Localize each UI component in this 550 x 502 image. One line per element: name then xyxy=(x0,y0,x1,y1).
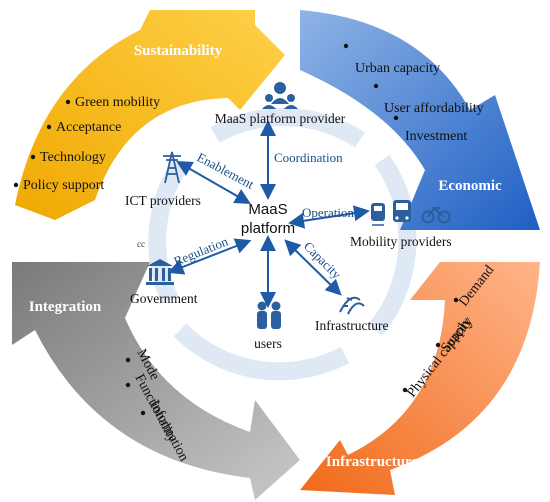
economic-arrow-shape xyxy=(300,10,540,230)
infrastructure-title: Infrastructure xyxy=(326,454,419,470)
coordination-label: Coordination xyxy=(274,150,343,165)
enablement-label: Enablement xyxy=(195,149,257,192)
sustainability-arrow-shape xyxy=(15,10,285,220)
bullet-dot xyxy=(453,297,459,303)
economic-title: Economic xyxy=(438,178,502,194)
center-title-line1: MaaS xyxy=(248,201,287,218)
center-title-line2: platform xyxy=(241,220,295,237)
government-building-icon xyxy=(146,259,174,285)
bicycle-icon xyxy=(421,206,451,224)
bullet-dot xyxy=(46,124,52,130)
bullet-dot xyxy=(13,182,19,188)
sustainability-quadrant: Sustainability Green mobility Acceptance… xyxy=(13,10,285,220)
economic-quadrant: Economic Urban capacity User affordabili… xyxy=(300,10,540,230)
transmission-tower-icon xyxy=(163,151,181,184)
integration-title: Integration xyxy=(29,299,102,315)
infrastructure-arrow-shape xyxy=(300,262,540,495)
node-mobility-label: Mobility providers xyxy=(350,234,452,249)
sustainability-item: Green mobility xyxy=(75,95,160,110)
integration-quadrant: Integration xyxy=(12,262,300,500)
cycle-ring-arc-right xyxy=(368,154,417,336)
people-group-icon xyxy=(262,82,298,109)
node-government-label: Government xyxy=(130,291,198,306)
bullet-dot xyxy=(125,382,131,388)
bullet-dot xyxy=(435,342,441,348)
bullet-dot xyxy=(373,83,379,89)
bullet-dot xyxy=(393,115,399,121)
economic-item: Investment xyxy=(405,129,467,144)
node-infrastructure-label: Infrastructure xyxy=(315,318,388,333)
stray-mark: cc xyxy=(137,239,145,249)
sustainability-title: Sustainability xyxy=(134,43,223,59)
road-infrastructure-icon xyxy=(339,296,365,315)
sustainability-item: Acceptance xyxy=(56,120,121,135)
bullet-dot xyxy=(140,410,146,416)
node-ict-label: ICT providers xyxy=(125,193,201,208)
train-icon xyxy=(371,203,385,226)
node-users-label: users xyxy=(254,336,282,351)
bullet-dot xyxy=(125,357,131,363)
bullet-dot xyxy=(343,43,349,49)
operation-arrow xyxy=(288,205,370,229)
regulation-arrow xyxy=(167,238,252,275)
economic-item: Urban capacity xyxy=(355,61,440,76)
capacity-arrow xyxy=(284,239,342,296)
sustainability-item: Policy support xyxy=(23,178,104,193)
bullet-dot xyxy=(402,387,408,393)
bullet-dot xyxy=(30,154,36,160)
integration-arrow-shape xyxy=(12,262,300,500)
bullet-dot xyxy=(65,99,71,105)
cycle-ring-arc-top xyxy=(210,108,365,148)
sustainability-item: Technology xyxy=(40,150,106,165)
users-icon xyxy=(257,301,281,329)
bus-icon xyxy=(393,200,411,222)
cycle-ring-arc-bottom xyxy=(173,323,350,381)
infrastructure-quadrant: Infrastructure xyxy=(300,262,540,495)
connectors xyxy=(167,120,370,308)
node-provider-label: MaaS platform provider xyxy=(215,111,346,126)
economic-item: User affordability xyxy=(384,101,484,116)
enablement-arrow xyxy=(176,161,251,204)
operation-label: Operation xyxy=(302,205,354,220)
